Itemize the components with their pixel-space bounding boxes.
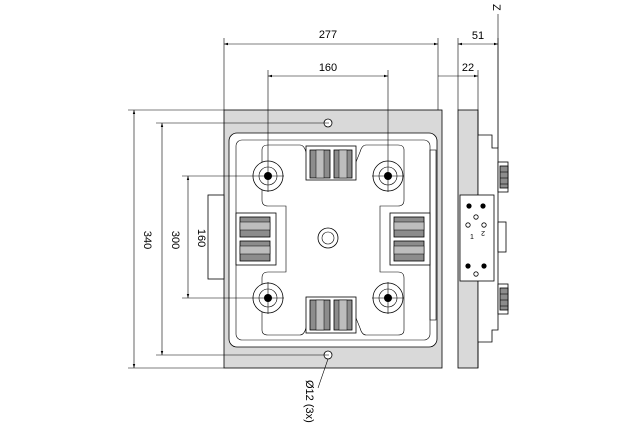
side-clamp-top: [497, 161, 509, 193]
channel-outline: [261, 144, 405, 336]
dimension-160-horizontal: 160: [267, 62, 389, 160]
side-label-1: 1: [470, 234, 474, 241]
side-bolt: [473, 271, 479, 277]
bottom-clamp: [305, 296, 357, 334]
side-bolt: [481, 222, 487, 228]
side-bolt: [480, 203, 486, 209]
side-clamp-bottom: [497, 283, 509, 315]
side-label-2: 2: [481, 229, 485, 236]
dimension-340-label: 340: [141, 231, 153, 249]
z-axis: Z: [490, 4, 502, 148]
dimension-160-v-label: 160: [195, 229, 207, 247]
dimension-22: 22: [438, 62, 479, 112]
side-panel: [459, 194, 495, 282]
center-hole: [317, 227, 339, 249]
hole-callout-label: Ø12 (3x): [303, 380, 315, 423]
side-bolt: [473, 214, 479, 220]
side-bolt: [465, 222, 471, 228]
right-clamp: [389, 212, 431, 266]
dimension-160-vertical: 160: [182, 175, 252, 299]
side-bolt: [466, 203, 472, 209]
dimension-300: 300: [156, 122, 329, 356]
dimension-51-label: 51: [472, 30, 484, 42]
clamping-pin-top-left: [252, 160, 284, 192]
dimension-22-label: 22: [462, 62, 474, 74]
dimension-160-h-label: 160: [319, 62, 337, 74]
side-bolt: [465, 263, 471, 269]
top-clamp: [305, 145, 357, 181]
left-side-tab: [207, 194, 225, 280]
clamping-pin-bottom-left: [252, 282, 284, 314]
left-clamp: [235, 212, 277, 266]
side-bolt: [481, 263, 487, 269]
front-view: [207, 109, 443, 369]
dimension-277: 277: [223, 29, 439, 110]
z-axis-label: Z: [490, 4, 502, 11]
side-view: 1 2: [457, 109, 509, 369]
dimension-340: 340: [128, 109, 224, 369]
dimension-300-label: 300: [169, 231, 181, 249]
hole-callout: Ø12 (3x): [303, 358, 329, 423]
clamping-pin-top-right: [372, 160, 404, 192]
side-clamp-middle: [497, 221, 507, 253]
clamping-pin-bottom-right: [372, 282, 404, 314]
dimension-277-label: 277: [319, 29, 337, 41]
